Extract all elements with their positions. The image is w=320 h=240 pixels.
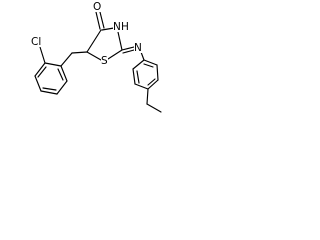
bond-s1-c5 <box>86 51 102 61</box>
bond-c-cl <box>39 46 46 64</box>
bond-ar2-c4 <box>147 79 159 90</box>
bond-ar2-c5 <box>156 64 159 81</box>
bond-ar2-c6 <box>143 59 158 66</box>
bond-ar2-c3 <box>134 83 149 90</box>
bond-c5-ch2 <box>71 51 88 54</box>
bond-ar1-c4 <box>40 90 58 95</box>
bond-ar1-c6-inner <box>57 68 64 81</box>
chlorine-label: Cl <box>31 36 42 48</box>
bond-ar1-c4-inner <box>42 87 57 91</box>
bond-c2-n-imine-second <box>122 49 135 54</box>
bond-c5-c4 <box>86 29 102 53</box>
sulfur-label: S <box>101 55 108 67</box>
hydrogen-nh-label: H <box>121 21 129 33</box>
oxygen-label: O <box>93 1 102 13</box>
bond-ar1-c3 <box>34 75 42 92</box>
bond-ar1-c2-inner <box>37 66 47 78</box>
chemical-structure-canvas: O N H S N Cl <box>0 0 163 117</box>
bond-c2-s1 <box>107 49 123 60</box>
bond-c2-n-imine <box>121 46 135 51</box>
bond-ar2-c2 <box>132 68 136 85</box>
bond-n-aryl <box>140 51 145 61</box>
bond-c4-o <box>95 11 101 30</box>
bond-ar2-c1 <box>132 59 145 70</box>
bond-ethyl-ch2 <box>146 88 149 105</box>
bond-c4-o-second <box>99 11 105 29</box>
bond-ethyl-ch3 <box>146 103 162 113</box>
bond-ch2-aryl <box>60 52 73 67</box>
nitrogen-imine-label: N <box>134 42 142 54</box>
bond-ar1-c1 <box>44 62 62 67</box>
bond-c4-n3 <box>101 27 115 31</box>
nitrogen-ring-label: N <box>113 21 121 33</box>
bond-ar1-c5 <box>56 80 68 95</box>
bond-n3-c2 <box>117 31 123 51</box>
bond-ar1-c2 <box>34 62 46 77</box>
bond-ar2-c6-inner <box>143 63 154 68</box>
bond-ar2-c2-inner <box>136 70 140 84</box>
structure-drawing <box>34 11 162 113</box>
bond-ar1-c6 <box>60 65 68 82</box>
bond-ar2-c4-inner <box>147 78 156 86</box>
